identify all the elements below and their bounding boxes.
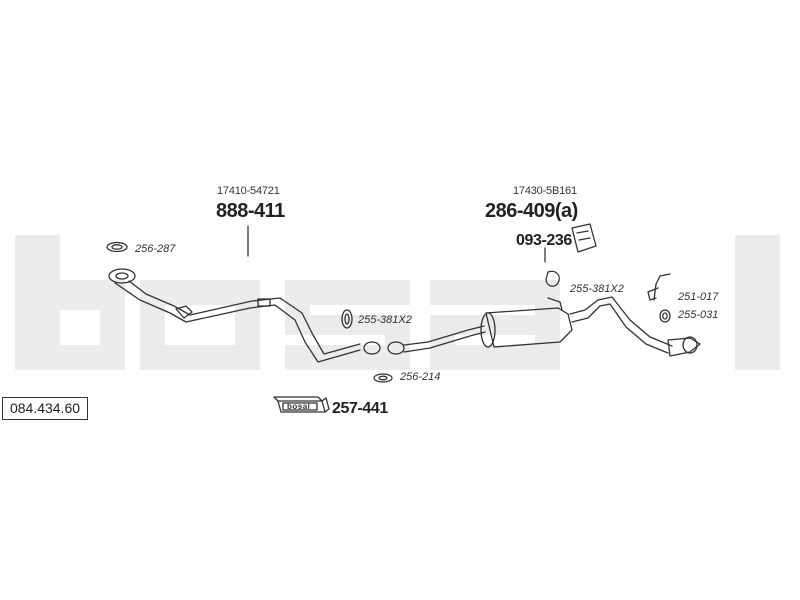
rubber-ring-shape — [659, 309, 671, 323]
gasket-front-hole — [111, 244, 123, 250]
rear-muffler-oem: 17430-5B161 — [513, 185, 577, 197]
mounting-kit-number: 257-441 — [332, 400, 388, 417]
clamp-kit-shape — [571, 223, 597, 253]
gasket-front-shape — [106, 241, 128, 253]
reference-number: 084.434.60 — [2, 397, 88, 420]
gasket-mid-number: 256-214 — [400, 371, 441, 383]
mounting-kit-brand: bosal — [287, 402, 311, 411]
front-pipe-shape — [108, 268, 381, 363]
hanger-shape — [647, 273, 671, 301]
rear-muffler-number: 286-409(a) — [485, 200, 578, 222]
ring-left-shape — [341, 309, 353, 329]
ring-left-number: 255-381X2 — [358, 314, 412, 326]
rear-muffler-shape — [387, 296, 701, 357]
rubber-ring-number: 255-031 — [678, 309, 719, 321]
gasket-mid-shape — [373, 373, 393, 383]
front-pipe-number: 888-411 — [216, 200, 285, 222]
gasket-front-number: 256-287 — [135, 243, 176, 255]
clamp-kit-number: 093-236 — [516, 232, 572, 249]
ring-right-number: 255-381X2 — [570, 283, 624, 295]
front-pipe-oem: 17410-54721 — [217, 185, 280, 197]
hanger-number: 251-017 — [678, 291, 719, 303]
ring-right-shape — [545, 270, 560, 287]
